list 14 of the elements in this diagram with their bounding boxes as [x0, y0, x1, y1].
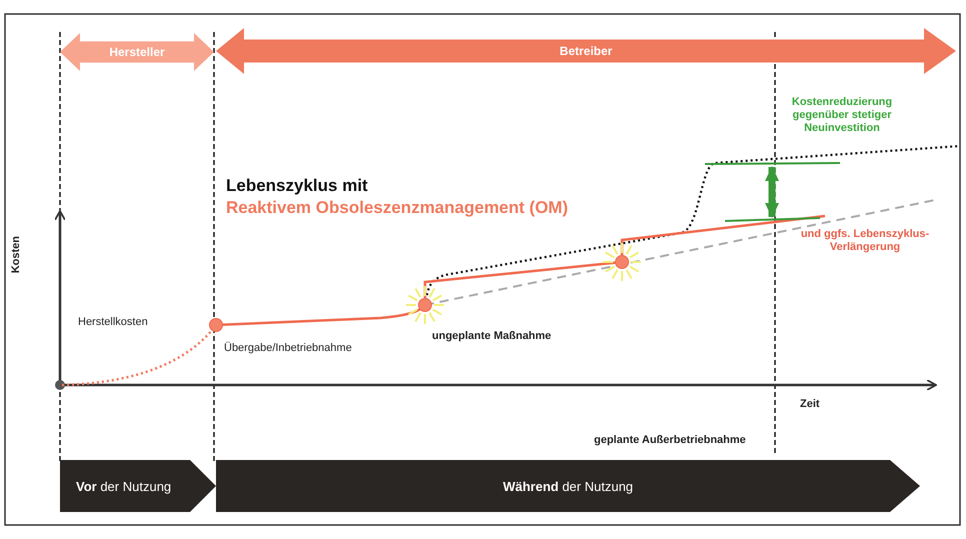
chart-heading: Reaktivem Obsoleszenzmanagement (OM): [226, 198, 568, 218]
phase-label: Betreiber: [560, 44, 612, 58]
event-label: Übergabe/Inbetriebnahme: [224, 342, 352, 356]
phase-label: Hersteller: [109, 45, 165, 59]
phase-label: Während der Nutzung: [502, 478, 634, 494]
axis-title: Kosten: [10, 236, 23, 274]
event-label: ungeplante Maßnahme: [432, 330, 552, 344]
axis-title: Zeit: [800, 398, 820, 412]
curve-label: Herstellkosten: [78, 316, 148, 330]
annotation: Kostenreduzierung gegenüber stetiger Neuinvestition: [790, 96, 894, 136]
chart-heading: Lebenszyklus mit: [226, 176, 368, 196]
phase-label: Vor der Nutzung: [76, 478, 172, 494]
event-label: geplante Außerbetriebnahme: [594, 434, 746, 448]
annotation: und ggfs. Lebenszyklus-Verlängerung: [800, 228, 930, 254]
